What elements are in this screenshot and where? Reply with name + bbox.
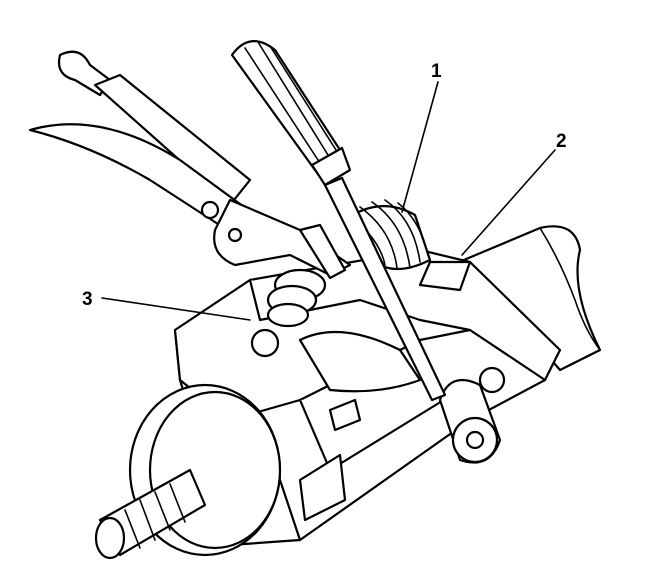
pivot-boss	[438, 378, 502, 464]
leader-line-2	[461, 149, 556, 256]
callout-label-3: 3	[82, 289, 93, 310]
screwdriver	[230, 40, 447, 402]
splined-shaft	[94, 468, 207, 560]
leader-line-3	[101, 297, 251, 321]
callout-1: 1	[401, 61, 442, 213]
column-tube	[438, 225, 602, 372]
leader-line-1	[401, 81, 439, 213]
callout-label-2: 2	[556, 131, 567, 152]
callout-3: 3	[82, 289, 251, 321]
spring	[266, 199, 432, 328]
locking-pliers	[28, 50, 352, 280]
callout-label-1: 1	[431, 61, 442, 82]
callout-2: 2	[461, 131, 567, 256]
